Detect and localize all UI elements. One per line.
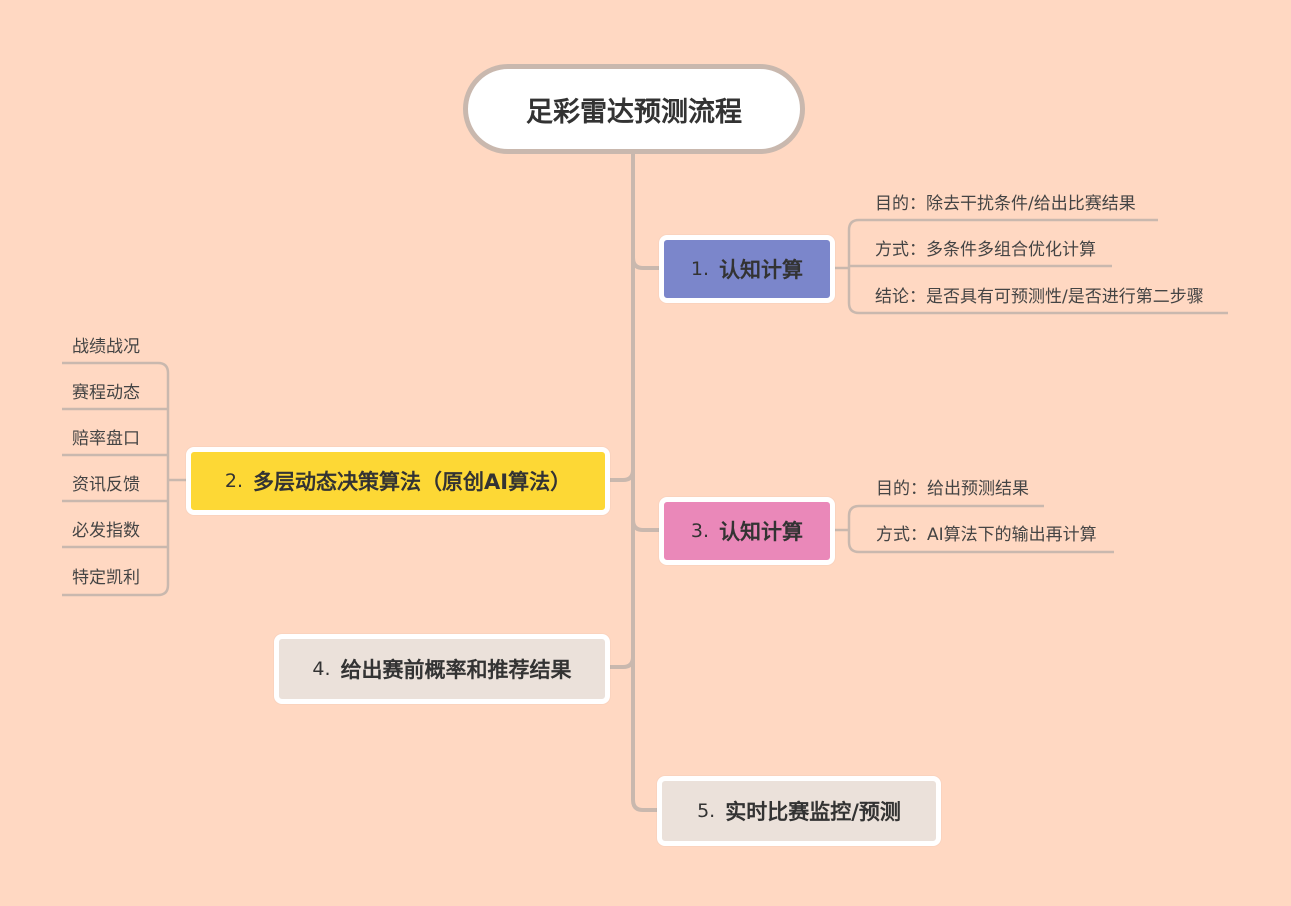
branch-number: 5. (697, 800, 716, 822)
branch3-connector (631, 518, 661, 532)
branch-label: 认知计算 (719, 520, 804, 544)
root-title: 足彩雷达预测流程 (526, 96, 742, 128)
branch-label: 实时比赛监控/预测 (725, 800, 901, 824)
branch2-connector (608, 468, 635, 482)
root-node[interactable]: 足彩雷达预测流程 (463, 64, 805, 154)
branch-number: 4. (312, 658, 331, 680)
trunk-line (631, 152, 661, 812)
branch-node-5[interactable]: 5. 实时比赛监控/预测 (657, 776, 941, 846)
leaf-node[interactable]: 目的：除去干扰条件/给出比赛结果 (875, 194, 1136, 214)
branch-node-4[interactable]: 4. 给出赛前概率和推荐结果 (274, 634, 610, 704)
branch-label: 认知计算 (719, 258, 804, 282)
leaf-node[interactable]: 特定凯利 (72, 568, 140, 588)
branch-node-1[interactable]: 1. 认知计算 (659, 235, 835, 303)
branch4-connector (608, 655, 635, 669)
branch-node-2[interactable]: 2. 多层动态决策算法（原创AI算法） (186, 447, 610, 515)
b2-leaf-bracket (62, 361, 186, 597)
b1-leaf-bracket (835, 218, 1228, 315)
branch-node-3[interactable]: 3. 认知计算 (659, 497, 835, 565)
branch-number: 1. (690, 258, 710, 280)
leaf-node[interactable]: 战绩战况 (72, 337, 140, 357)
leaf-node[interactable]: 结论：是否具有可预测性/是否进行第二步骤 (875, 287, 1204, 307)
leaf-node[interactable]: 目的：给出预测结果 (876, 479, 1029, 499)
leaf-node[interactable]: 方式：AI算法下的输出再计算 (876, 525, 1097, 545)
branch-number: 3. (690, 520, 710, 542)
leaf-node[interactable]: 赔率盘口 (72, 429, 140, 449)
leaf-node[interactable]: 资讯反馈 (72, 475, 140, 495)
branch-label: 多层动态决策算法（原创AI算法） (253, 470, 572, 494)
branch1-connector (631, 256, 661, 270)
branch-number: 2. (224, 470, 244, 492)
branch-label: 给出赛前概率和推荐结果 (340, 658, 572, 682)
leaf-node[interactable]: 必发指数 (72, 521, 140, 541)
b3-leaf-bracket (835, 504, 1114, 554)
leaf-node[interactable]: 方式：多条件多组合优化计算 (875, 240, 1096, 260)
leaf-node[interactable]: 赛程动态 (72, 383, 140, 403)
